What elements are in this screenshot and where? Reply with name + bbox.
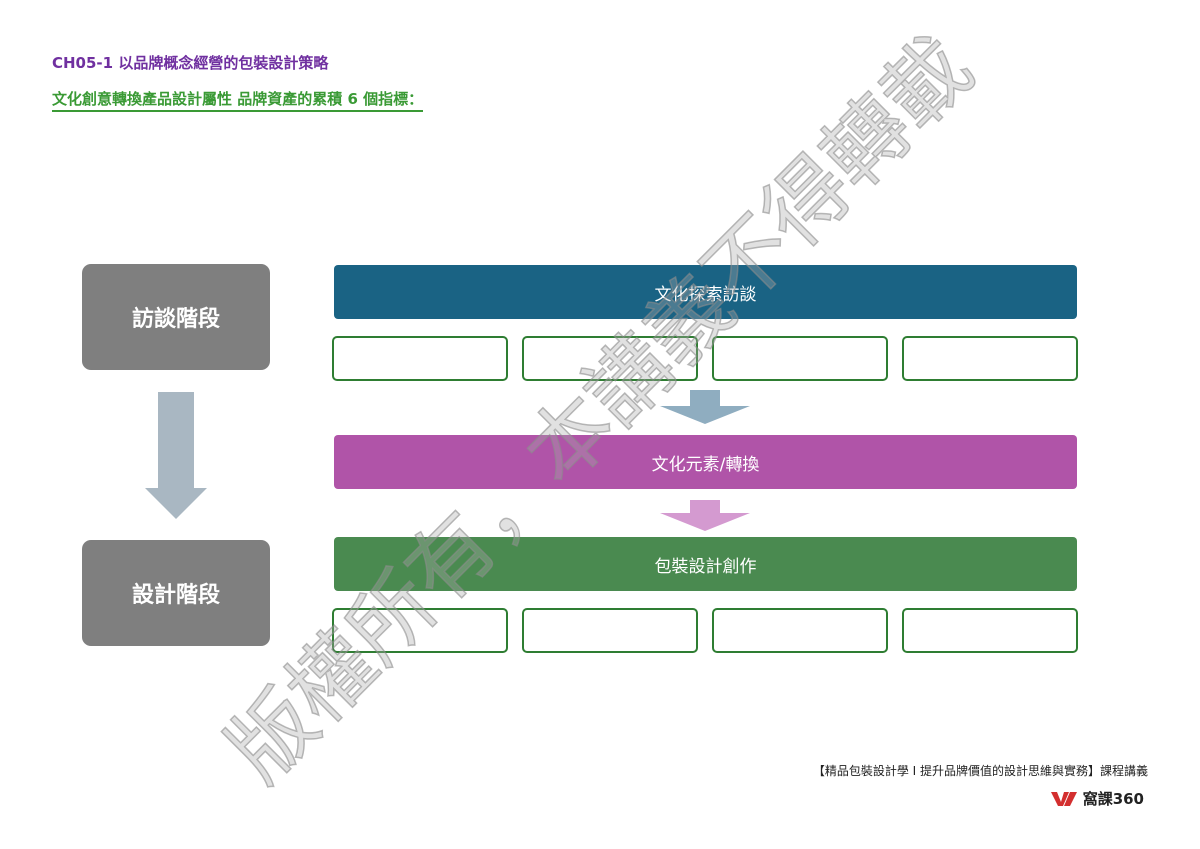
- empty-box: [902, 608, 1078, 653]
- stage-design: 設計階段: [82, 540, 270, 646]
- brand-logo-icon: [1050, 791, 1077, 806]
- down-arrow-icon: [660, 500, 750, 531]
- empty-box: [522, 336, 698, 381]
- subtitle: 文化創意轉換產品設計屬性 品牌資產的累積 6 個指標：: [52, 88, 424, 112]
- empty-box: [902, 336, 1078, 381]
- stage-interview: 訪談階段: [82, 264, 270, 370]
- brand-name: 窩課360: [1082, 790, 1144, 808]
- chapter-title: CH05-1 以品牌概念經營的包裝設計策略: [52, 54, 329, 72]
- down-arrow-icon: [145, 392, 207, 519]
- step-package-design: 包裝設計創作: [334, 537, 1077, 591]
- down-arrow-icon: [660, 390, 750, 424]
- empty-box: [332, 336, 508, 381]
- footer-course: 【精品包裝設計學 I 提升品牌價值的設計思維與實務】課程講義: [812, 764, 1148, 778]
- empty-box: [332, 608, 508, 653]
- step-culture-interview: 文化探索訪談: [334, 265, 1077, 319]
- watermark: 版權所有，本講義不得轉載: [208, 18, 992, 802]
- empty-box: [712, 608, 888, 653]
- step-culture-element: 文化元素/轉換: [334, 435, 1077, 489]
- brand-logo: 窩課360: [1050, 788, 1144, 809]
- empty-box: [712, 336, 888, 381]
- empty-box: [522, 608, 698, 653]
